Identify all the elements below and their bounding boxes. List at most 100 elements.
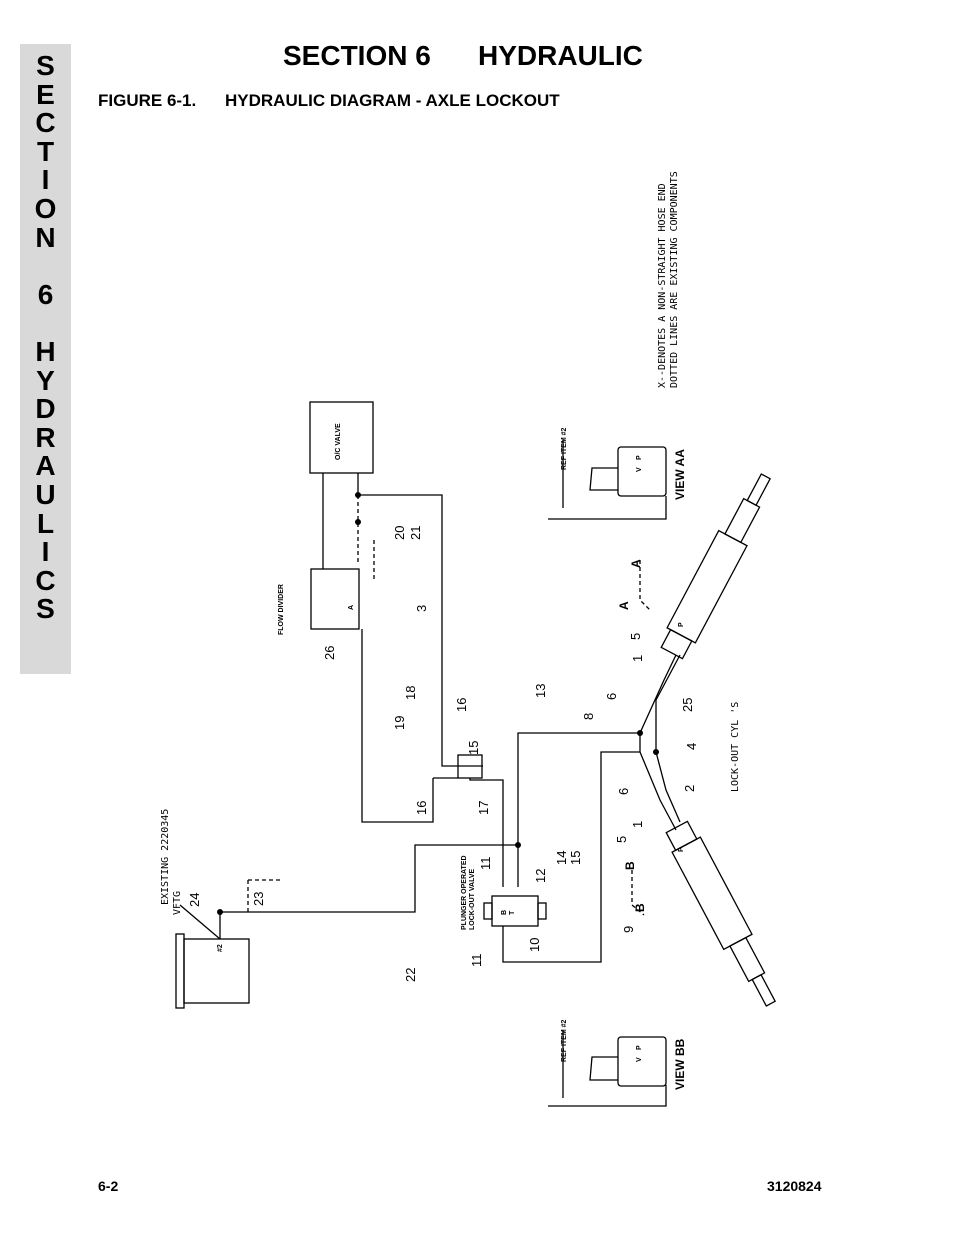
existing-label: EXISTING 2220345 [160, 809, 171, 905]
hose-25 [655, 654, 681, 752]
callout-8: 8 [581, 713, 596, 720]
junction-dot [355, 519, 361, 525]
callout-25: 25 [680, 698, 695, 712]
view-aa-hose [589, 467, 618, 491]
note-line-1: X--DENOTES A NON-STRAIGHT HOSE END [657, 183, 668, 388]
tank-flange [175, 933, 185, 1009]
lockout-valve-label-2: LOCK-OUT VALVE [469, 868, 476, 930]
hose-2 [655, 751, 681, 823]
view-bb-line [548, 1085, 667, 1107]
lockout-valve-cap [483, 902, 493, 920]
junction-dot [637, 730, 643, 736]
callout-1: 1 [630, 821, 645, 828]
flow-divider-box [310, 568, 360, 630]
section-arrow-a [639, 560, 651, 611]
side-tab-letter: R [35, 421, 56, 453]
callout-4: 4 [684, 743, 699, 750]
side-tab-letter: U [35, 478, 56, 510]
junction-dot [653, 749, 659, 755]
cylinder-port-p: P [678, 847, 685, 852]
flow-divider-label: FLOW DIVIDER [278, 584, 285, 635]
callout-3: 3 [414, 605, 429, 612]
lockout-valve-port-b: B [501, 910, 508, 915]
callout-22: 22 [403, 968, 418, 982]
section-arrow-b [631, 870, 645, 916]
callout-23: 23 [251, 892, 266, 906]
callout-19: 19 [392, 716, 407, 730]
cylinder-port-p: P [678, 622, 685, 627]
callout-9: 9 [621, 926, 636, 933]
view-bb-valve [617, 1036, 667, 1087]
view-aa-valve [617, 446, 667, 497]
callout-15: 15 [466, 741, 481, 755]
view-bb-port-p: P [636, 1045, 643, 1050]
lockout-valve-cap [537, 902, 547, 920]
section-arrow-b-label: B [633, 903, 647, 912]
section-arrow-a-label: A [629, 559, 643, 568]
callout-20: 20 [392, 526, 407, 540]
hose-17 [469, 778, 504, 887]
hose-6-lower [639, 751, 677, 831]
callout-11: 11 [478, 857, 493, 871]
note-line-2: DOTTED LINES ARE EXISTING COMPONENTS [669, 171, 680, 388]
figure-caption: HYDRAULIC DIAGRAM - AXLE LOCKOUT [225, 91, 560, 110]
callout-5: 5 [628, 633, 643, 640]
view-aa-port-p: P [636, 455, 643, 460]
side-tab-letter: T [36, 135, 55, 167]
side-tab-letter: H [35, 335, 56, 367]
callout-18: 18 [403, 686, 418, 700]
lower-lockout-cylinder [665, 820, 777, 1007]
callout-5: 5 [614, 836, 629, 843]
view-aa-port-v: V [636, 467, 643, 472]
junction-dot [217, 909, 223, 915]
side-tab-letter: A [35, 450, 56, 482]
tank-port-label: #2 [217, 944, 224, 952]
callout-14: 14 [554, 851, 569, 865]
callout-10: 10 [527, 938, 542, 952]
figure-number: FIGURE 6-1. [98, 91, 197, 110]
oc-valve-label: O/C VALVE [335, 423, 342, 460]
side-tab-letter: S [36, 593, 55, 625]
view-aa-line [548, 496, 667, 520]
ref-item-aa-label: REF ITEM #2 [561, 427, 568, 470]
oc-valve-box [309, 401, 374, 474]
hose-3-return [358, 494, 483, 767]
callout-16: 16 [414, 801, 429, 815]
upper-lockout-cylinder [660, 473, 772, 660]
side-tab-letter: C [35, 107, 56, 139]
doc-number: 3120824 [767, 1178, 822, 1194]
side-tab-letter: 6 [37, 278, 54, 310]
junction-dot [515, 842, 521, 848]
callout-15: 15 [568, 851, 583, 865]
section-arrow-a-label: A [617, 601, 631, 610]
lockout-cyls-label: LOCK-OUT CYL 'S [730, 702, 741, 792]
side-tab-letter: S [36, 50, 55, 81]
side-tab-letters: S E C T I O N 6 H Y D R A U L I C S [20, 50, 71, 625]
callout-26: 26 [322, 646, 337, 660]
callout-11: 11 [469, 954, 484, 968]
side-tab-letter: D [35, 393, 56, 425]
existing-fitting-label: VFTG [172, 891, 183, 915]
figure-title: FIGURE 6-1. HYDRAULIC DIAGRAM - AXLE LOCK… [98, 91, 560, 111]
callout-16: 16 [454, 698, 469, 712]
callout-6: 6 [604, 693, 619, 700]
view-bb-hose [589, 1056, 618, 1081]
section-number: SECTION 6 [283, 40, 431, 71]
lockout-valve-port-t: T [509, 910, 516, 915]
hose-19 [361, 629, 434, 823]
junction-dot [355, 492, 361, 498]
callout-13: 13 [533, 684, 548, 698]
callout-2: 2 [682, 785, 697, 792]
lockout-valve-label-1: PLUNGER OPERATED [461, 855, 468, 930]
hose-9 [502, 751, 640, 963]
hose-22 [220, 844, 518, 913]
flow-divider-port: A [348, 605, 355, 610]
side-tab-letter: C [35, 564, 56, 596]
section-arrow-b-label: B [623, 861, 637, 870]
side-tab-letter: L [36, 507, 55, 539]
side-tab-letter: I [41, 536, 50, 568]
hose-6-upper [639, 654, 677, 734]
side-tab-letter: I [41, 164, 50, 196]
